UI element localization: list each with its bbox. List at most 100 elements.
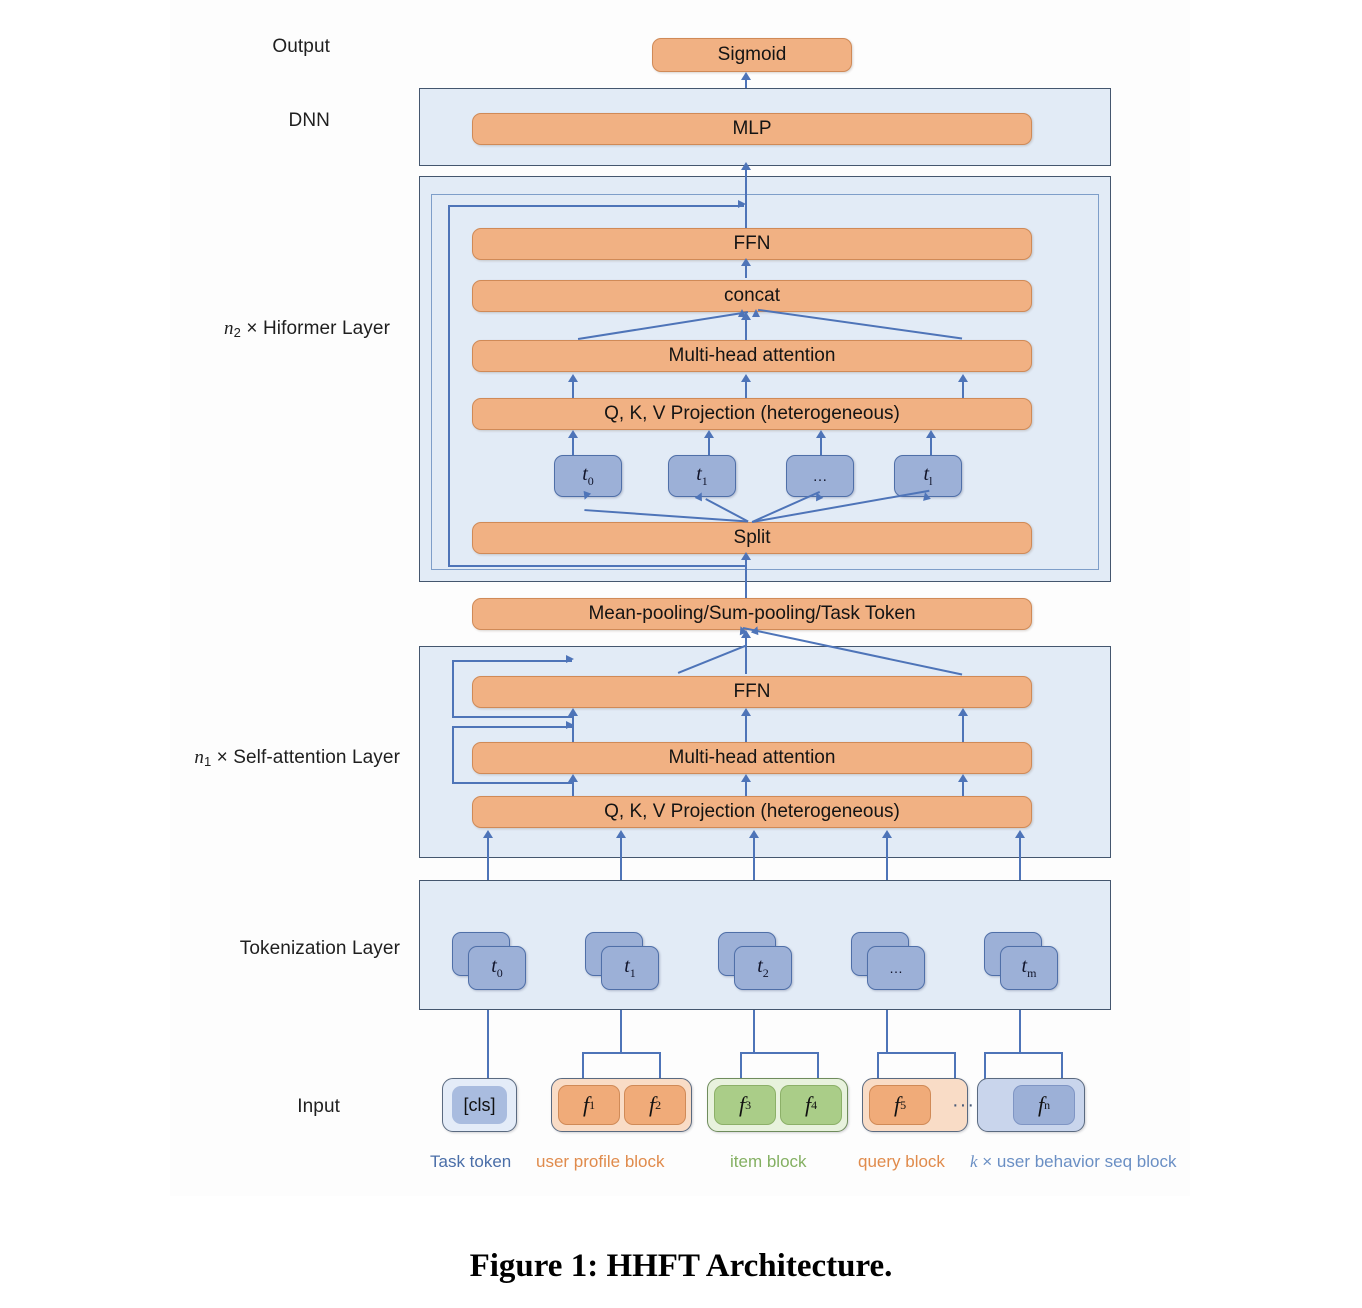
- arrow-qkv-to-mha-3-head: [958, 374, 968, 382]
- arrow-token0-to-qkv: [572, 434, 574, 455]
- arrow-hiformer-to-mlp-head: [741, 162, 751, 170]
- arrow-ffn-to-pooling-center-head: [741, 630, 751, 638]
- arrow-tokenl-to-qkv-head: [926, 430, 936, 438]
- conn-behavior-right: [1061, 1052, 1063, 1082]
- conn-profile-stem: [620, 1010, 622, 1052]
- arrow-qkv-to-mha-2: [745, 378, 747, 398]
- arrow-mha-to-concat-right-head: [752, 309, 760, 317]
- hiformer-token-1[interactable]: t1: [668, 455, 736, 497]
- arrow-token1-to-qkv-head: [704, 430, 714, 438]
- hiformer-token-0[interactable]: t0: [554, 455, 622, 497]
- selfattn-skip1-arrowhead: [566, 655, 574, 663]
- arrow-qkv-to-mha-b: [745, 778, 747, 796]
- selfattn-qkv-box[interactable]: Q, K, V Projection (heterogeneous): [472, 796, 1032, 828]
- arrow-hiformer-to-mlp-line: [745, 166, 747, 230]
- arrow-tokenl-to-qkv: [930, 434, 932, 455]
- arrow-pooling-to-split-head: [741, 552, 751, 560]
- arrow-mha-to-ffn-1-head: [568, 708, 578, 716]
- arrow-mha-to-ffn-2-head: [741, 708, 751, 716]
- arrow-qkv-to-mha-a-head: [568, 774, 578, 782]
- selfattn-label-text: × Self-attention Layer: [211, 747, 400, 768]
- arrow-token0-to-qkv-head: [568, 430, 578, 438]
- conn-behavior-left: [984, 1052, 986, 1082]
- hiformer-split-box[interactable]: Split: [472, 522, 1032, 554]
- row-label-dnn: DNN: [288, 110, 330, 131]
- arrow-mha-to-concat-center-head: [741, 312, 751, 320]
- arrow-mha-to-ffn-2: [745, 712, 747, 742]
- row-label-output: Output: [272, 36, 330, 57]
- arrow-mha-to-ffn-1: [572, 712, 574, 742]
- tokenization-token-0[interactable]: t0: [468, 946, 526, 990]
- conn-query-stem: [886, 1010, 888, 1052]
- selfattn-skip1-bottom: [452, 716, 572, 718]
- arrow-ffn-to-pooling-center: [745, 634, 747, 674]
- conn-item-right: [817, 1052, 819, 1082]
- tokenization-token-ellipsis-label: …: [889, 960, 903, 976]
- arrow-qkv-to-mha-c: [962, 778, 964, 796]
- figure-caption: Figure 1: HHFT Architecture.: [469, 1248, 893, 1284]
- tokenization-token-m[interactable]: tm: [1000, 946, 1058, 990]
- selfattn-skip2-left: [452, 726, 454, 782]
- hiformer-residual-bottom: [448, 565, 746, 567]
- hiformer-concat-box[interactable]: concat: [472, 280, 1032, 312]
- legend-user-profile: user profile block: [536, 1152, 665, 1171]
- tokenization-token-ellipsis[interactable]: …: [867, 946, 925, 990]
- selfattn-skip2-top: [452, 726, 572, 728]
- conn-behavior-bracket: [984, 1052, 1062, 1054]
- hiformer-token-ellipsis[interactable]: …: [786, 455, 854, 497]
- selfattn-ffn-box[interactable]: FFN: [472, 676, 1032, 708]
- arrow-tokenellipsis-to-qkv: [820, 434, 822, 455]
- tokenization-token-1-label: t1: [624, 955, 636, 980]
- selfattn-mha-box[interactable]: Multi-head attention: [472, 742, 1032, 774]
- row-label-tokenization: Tokenization Layer: [239, 938, 400, 959]
- tokenization-token-2-label: t2: [757, 955, 769, 980]
- conn-query-right: [954, 1052, 956, 1082]
- tokenization-token-2[interactable]: t2: [734, 946, 792, 990]
- conn-profile-left: [582, 1052, 584, 1082]
- hiformer-token-0-label: t0: [582, 463, 594, 488]
- conn-task-vertical: [487, 1010, 489, 1082]
- selfattn-skip1-left: [452, 660, 454, 716]
- legend-task-token: Task token: [430, 1152, 512, 1171]
- arrow-qkv-to-mha-c-head: [958, 774, 968, 782]
- selfattn-n-symbol: n: [194, 747, 204, 768]
- hiformer-residual-arrowhead: [738, 200, 746, 208]
- sigmoid-box[interactable]: Sigmoid: [652, 38, 852, 72]
- conn-profile-right: [659, 1052, 661, 1082]
- arrow-qkv-to-mha-1: [572, 378, 574, 398]
- arrow-qkv-to-mha-2-head: [741, 374, 751, 382]
- hiformer-qkv-box[interactable]: Q, K, V Projection (heterogeneous): [472, 398, 1032, 430]
- hiformer-label-text: × Hiformer Layer: [241, 318, 390, 339]
- pooling-box[interactable]: Mean-pooling/Sum-pooling/Task Token: [472, 598, 1032, 630]
- arrow-qkv-to-mha-3: [962, 378, 964, 398]
- hiformer-residual-horizontal: [448, 205, 744, 207]
- hiformer-token-1-label: t1: [696, 463, 708, 488]
- arrow-qkv-to-mha-a: [572, 778, 574, 796]
- conn-item-bracket: [740, 1052, 818, 1054]
- arrow-concat-to-ffn-head: [741, 258, 751, 266]
- arrow-token1-to-qkv: [708, 434, 710, 455]
- tokenization-token-1[interactable]: t1: [601, 946, 659, 990]
- selfattn-n-subscript: 1: [203, 754, 212, 769]
- arrow-mlp-to-sigmoid-head: [741, 72, 751, 80]
- arrow-tokenellipsis-to-qkv-head: [816, 430, 826, 438]
- conn-profile-bracket: [582, 1052, 660, 1054]
- conn-behavior-stem: [1019, 1010, 1021, 1052]
- row-label-hiformer: n2 × Hiformer Layer: [80, 318, 390, 340]
- hiformer-ffn-box[interactable]: FFN: [472, 228, 1032, 260]
- conn-query-left: [877, 1052, 879, 1082]
- hiformer-mha-box[interactable]: Multi-head attention: [472, 340, 1032, 372]
- legend-behavior-rest: × user behavior seq block: [977, 1152, 1177, 1171]
- feed-token0-head: [483, 830, 493, 838]
- selfattn-skip2-arrowhead: [566, 721, 574, 729]
- mlp-box[interactable]: MLP: [472, 113, 1032, 145]
- input-chip-cls[interactable]: [cls]: [452, 1086, 507, 1124]
- hiformer-inner-panel: [431, 194, 1099, 570]
